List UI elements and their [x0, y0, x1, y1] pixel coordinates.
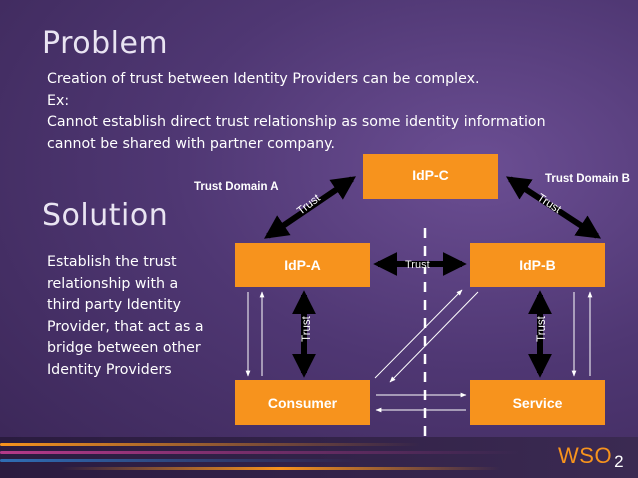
idp-b-box: IdP-B	[470, 243, 605, 287]
idp-a-box: IdP-A	[235, 243, 370, 287]
idp-a-label: IdP-A	[284, 257, 321, 273]
trust-arrow-c-a	[264, 176, 356, 239]
solution-heading: Solution	[42, 198, 169, 233]
problem-line: cannot be shared with partner company.	[47, 135, 335, 152]
problem-line: Ex:	[47, 92, 70, 109]
flow-line	[389, 291, 479, 383]
logo-suffix: 2	[614, 452, 625, 471]
problem-line: Creation of trust between Identity Provi…	[47, 71, 480, 87]
service-label: Service	[512, 394, 563, 411]
consumer-box: Consumer	[235, 380, 370, 425]
solution-text: Establish the trust relationship with a …	[47, 252, 237, 381]
idp-b-label: IdP-B	[519, 257, 556, 273]
logo-text: WSO	[558, 443, 613, 468]
footer-streak	[0, 451, 520, 454]
trust-label-b-service: Trust	[535, 316, 548, 342]
footer-streak	[0, 459, 360, 462]
solution-line: third party Identity	[47, 297, 181, 313]
problem-line: Cannot establish direct trust relationsh…	[47, 114, 546, 130]
solution-line: Provider, that act as a	[47, 318, 204, 335]
idp-c-box: IdP-C	[363, 154, 498, 199]
footer-streak	[60, 467, 500, 470]
consumer-label: Consumer	[267, 394, 338, 411]
problem-text: Creation of trust between Identity Provi…	[47, 69, 607, 155]
problem-heading: Problem	[42, 26, 169, 61]
solution-line: relationship with a	[47, 275, 179, 292]
trust-domain-a-label: Trust Domain A	[194, 181, 279, 193]
trust-label-a-b: Trust	[405, 259, 430, 271]
trust-arrow-c-b	[505, 176, 602, 239]
trust-domain-b-label: Trust Domain B	[545, 173, 630, 185]
trust-label-a-consumer: Trust	[300, 316, 313, 342]
idp-c-label: IdP-C	[412, 167, 449, 183]
footer-streak	[0, 443, 420, 446]
flow-line	[374, 289, 463, 379]
solution-line: Identity Providers	[47, 361, 172, 378]
footer-band	[0, 437, 638, 478]
service-box: Service	[470, 380, 605, 425]
solution-line: bridge between other	[47, 340, 201, 356]
solution-line: Establish the trust	[47, 254, 177, 270]
